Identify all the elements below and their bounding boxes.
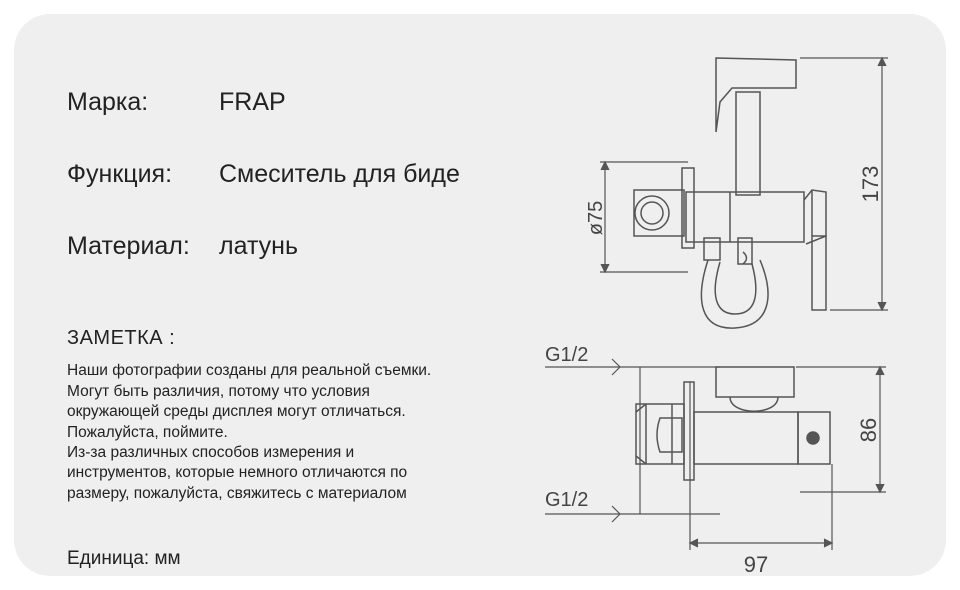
note-line: Могут быть различия, потому что условия: [67, 383, 370, 400]
brand-label: Марка:: [67, 88, 149, 116]
function-label: Функция:: [67, 160, 173, 188]
thread-leaders: [545, 358, 720, 523]
note-line: Пожалуйста, поймите.: [67, 424, 228, 441]
dimension-height-top: [800, 56, 888, 312]
dimension-diameter: [600, 160, 688, 274]
dimension-width: [688, 382, 834, 550]
dimension-height-bottom-text: 86: [856, 418, 881, 442]
faucet-top-view: [635, 366, 831, 481]
thread-bottom-text: G1/2: [545, 489, 588, 511]
brand-value: FRAP: [219, 88, 286, 116]
dimension-diameter-text: ø75: [585, 201, 607, 235]
dimension-height-top-text: 173: [858, 166, 883, 203]
dimension-width-text: 97: [744, 552, 768, 577]
faucet-side-view: [633, 57, 827, 329]
note-line: Из-за различных способов измерения и: [67, 444, 355, 461]
material-value: латунь: [219, 232, 299, 260]
thread-top-text: G1/2: [545, 344, 588, 366]
note-line: окружающей среды дисплея могут отличатьс…: [67, 403, 406, 420]
note-line: размеру, пожалуйста, свяжитесь с материа…: [67, 485, 407, 502]
function-value: Смеситель для биде: [219, 160, 460, 188]
unit-label: Единица: мм: [67, 548, 181, 569]
note-line: инструментов, которые немного отличаются…: [67, 464, 408, 481]
content-card: [14, 14, 946, 576]
note-title: ЗАМЕТКА :: [67, 327, 176, 349]
note-line: Наши фотографии созданы для реальной съе…: [67, 362, 432, 379]
material-label: Материал:: [67, 232, 190, 260]
dimension-height-bottom: [796, 365, 886, 494]
